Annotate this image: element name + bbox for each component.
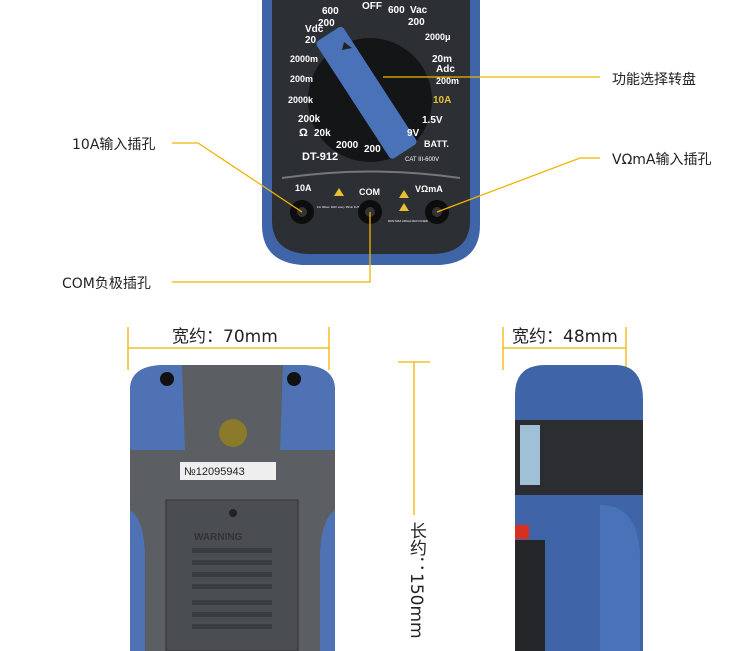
dial-label: 20m bbox=[432, 54, 452, 65]
callout-vomegama-input: VΩmA输入插孔 bbox=[612, 152, 712, 168]
dial-pointer bbox=[316, 26, 417, 159]
meter-back: №12095943 WARNING bbox=[130, 365, 335, 651]
dial-label: 200 bbox=[364, 144, 381, 155]
dial-label: 200m bbox=[290, 74, 313, 84]
jack-label-com: COM bbox=[359, 187, 380, 197]
dial-label: 600 bbox=[388, 5, 405, 16]
dial-label: 9V bbox=[407, 128, 420, 139]
dial-label: 1.5V bbox=[422, 115, 443, 126]
warning-icon bbox=[399, 203, 409, 211]
dial-label: Adc bbox=[436, 64, 455, 75]
dial-label: 20k bbox=[314, 128, 331, 139]
warning-icon bbox=[334, 188, 344, 196]
dial-arrow-icon bbox=[342, 42, 352, 50]
dial-label: OFF bbox=[362, 1, 382, 12]
jack-label-vomegama: VΩmA bbox=[415, 184, 443, 194]
battery-cover-screw bbox=[229, 509, 237, 517]
dial-label: 2000m bbox=[290, 54, 318, 64]
dial-label: 2000k bbox=[288, 95, 314, 105]
side-display bbox=[520, 425, 540, 485]
callout-dial: 功能选择转盘 bbox=[612, 72, 696, 88]
dial-label: Ω bbox=[299, 127, 308, 139]
tripod-screw bbox=[219, 419, 247, 447]
length-label: 长约：150mm bbox=[406, 522, 426, 639]
serial-label bbox=[180, 462, 276, 480]
width-front-label: 宽约：70mm bbox=[172, 327, 278, 347]
callout-com: COM负极插孔 bbox=[62, 276, 151, 292]
width-side-label: 宽约：48mm bbox=[512, 327, 618, 347]
jack-note-left: For 30sec. MAX every 15min FUSED bbox=[317, 205, 363, 209]
callout-10a-input: 10A输入插孔 bbox=[72, 137, 156, 153]
dial-label: BATT. bbox=[424, 139, 449, 149]
dial-label: 200k bbox=[298, 114, 321, 125]
dial-label: 2000 bbox=[336, 140, 359, 151]
dial-label: 600 bbox=[322, 6, 339, 17]
dial-label: 200 bbox=[408, 17, 425, 28]
callout-lines bbox=[127, 76, 627, 515]
dial-label: 200m bbox=[436, 76, 459, 86]
warning-text: WARNING bbox=[194, 532, 243, 543]
dial-label: 2000μ bbox=[425, 32, 451, 42]
side-red-button bbox=[515, 525, 529, 539]
dial-label: 20 bbox=[305, 35, 317, 46]
dial-label: Vdc bbox=[305, 24, 324, 35]
dial-label: 10A bbox=[433, 95, 451, 106]
dial-label: 200 bbox=[318, 18, 335, 29]
serial-number: №12095943 bbox=[184, 466, 245, 478]
model-label: DT-912 bbox=[302, 151, 338, 163]
meter-front: 600 OFF 600 Vac 200 Vdc 20 2000m 200m 20… bbox=[262, 0, 480, 265]
category-label: CAT III-600V bbox=[405, 157, 439, 163]
meter-side bbox=[515, 365, 643, 651]
dial-label: Vac bbox=[410, 5, 428, 16]
jack-label-10a: 10A bbox=[295, 183, 312, 193]
jack-note-right: 600V MAX 200mA MAX FUSED bbox=[388, 219, 428, 223]
warning-icon bbox=[399, 190, 409, 198]
